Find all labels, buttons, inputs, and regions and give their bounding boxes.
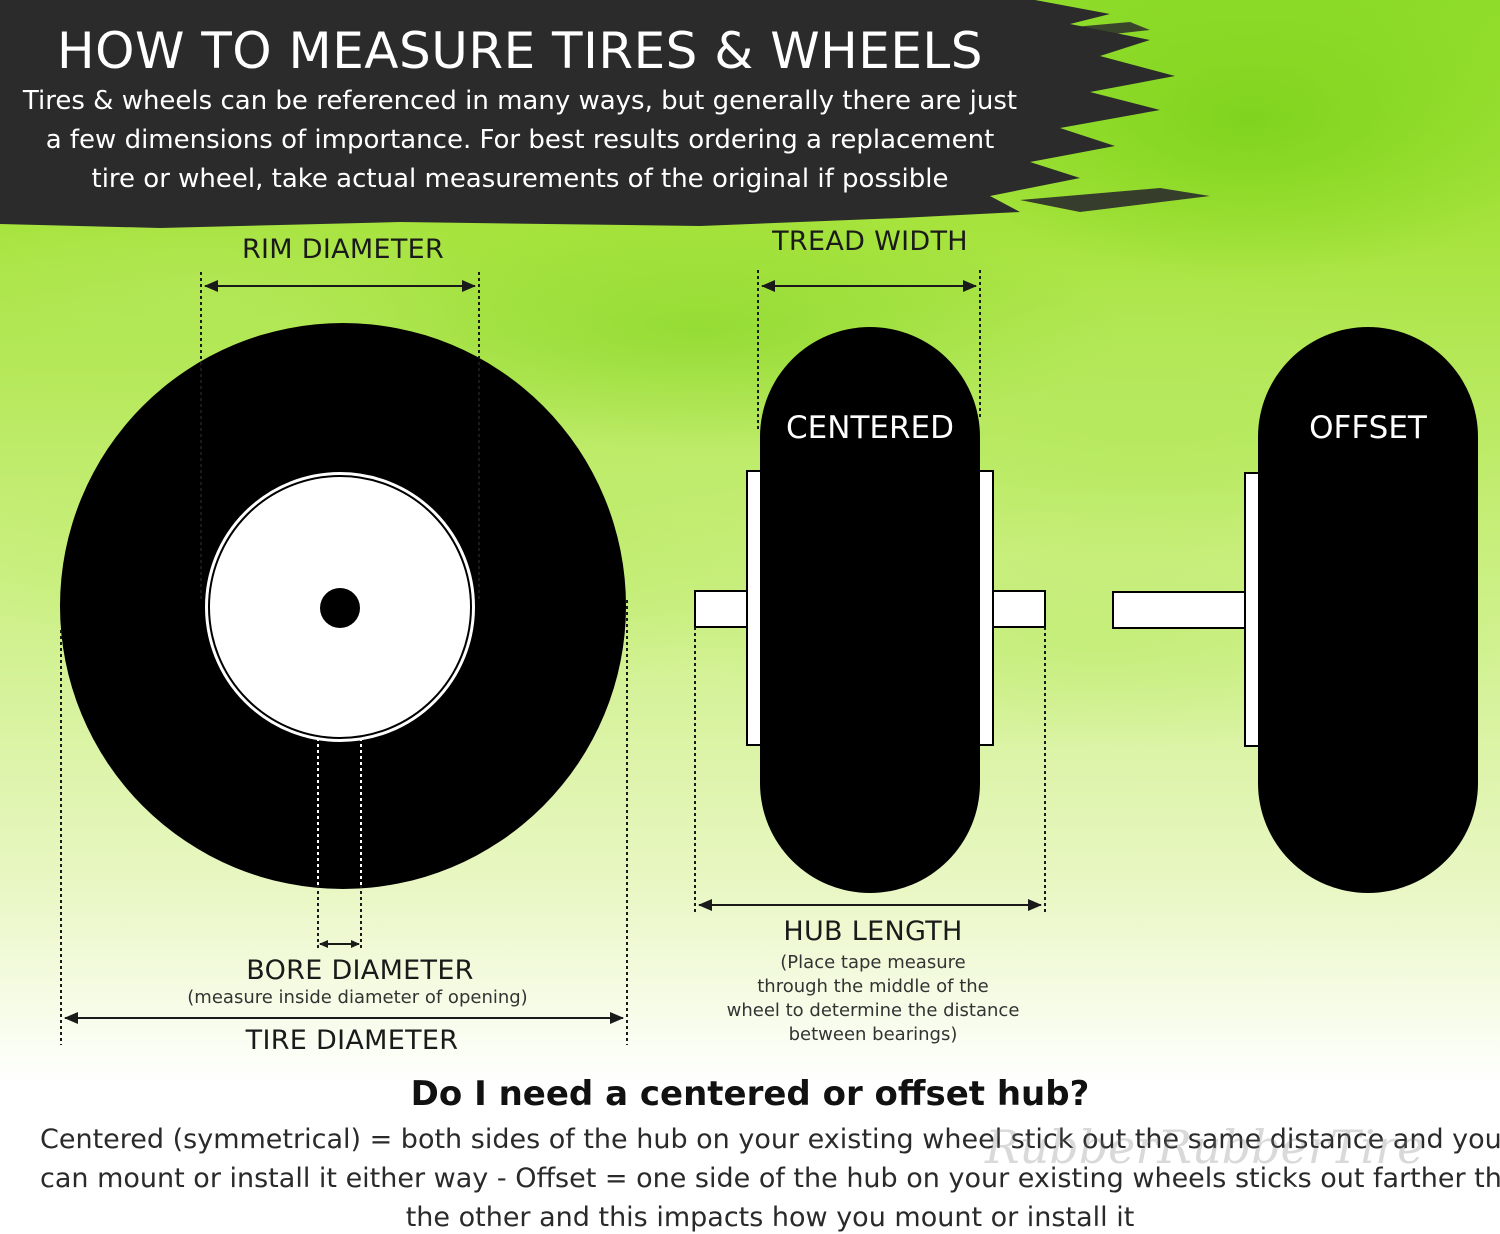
faq-question: Do I need a centered or offset hub? (410, 1074, 1090, 1114)
centered-label: CENTERED (786, 410, 954, 446)
rim-diameter-label: RIM DIAMETER (241, 234, 445, 265)
header-brush (0, 0, 1175, 228)
page-title: HOW TO MEASURE TIRES & WHEELS (56, 22, 984, 80)
hub-note-line: wheel to determine the distance (726, 1000, 1020, 1021)
tire-diameter-label: TIRE DIAMETER (245, 1025, 459, 1056)
tread-width-label: TREAD WIDTH (772, 226, 968, 257)
bore-diameter-label: BORE DIAMETER (246, 955, 474, 986)
faq-answer: Centered (symmetrical) = both sides of t… (40, 1120, 1500, 1234)
intro-line: Tires & wheels can be referenced in many… (22, 86, 1018, 116)
watermark: RubberRubberTire (985, 1120, 1425, 1174)
hub-length-note: (Place tape measure through the middle o… (673, 951, 1073, 1047)
bore-diameter-note: (measure inside diameter of opening) (187, 987, 528, 1008)
faq-answer-line: can mount or install it either way - Off… (40, 1163, 1500, 1194)
hub-note-line: between bearings) (788, 1024, 958, 1045)
faq-answer-line: the other and this impacts how you mount… (405, 1202, 1135, 1233)
bore-hole (320, 588, 360, 628)
intro-text: Tires & wheels can be referenced in many… (20, 82, 1020, 199)
offset-label: OFFSET (1309, 410, 1427, 446)
offset-tire (1258, 327, 1478, 893)
intro-line: tire or wheel, take actual measurements … (91, 164, 949, 194)
intro-line: a few dimensions of importance. For best… (45, 125, 995, 155)
hub-note-line: (Place tape measure (780, 952, 966, 973)
hub-length-label: HUB LENGTH (783, 916, 963, 947)
hub-note-line: through the middle of the (757, 976, 989, 997)
faq-answer-line: Centered (symmetrical) = both sides of t… (40, 1124, 1500, 1155)
centered-tire (760, 327, 980, 893)
